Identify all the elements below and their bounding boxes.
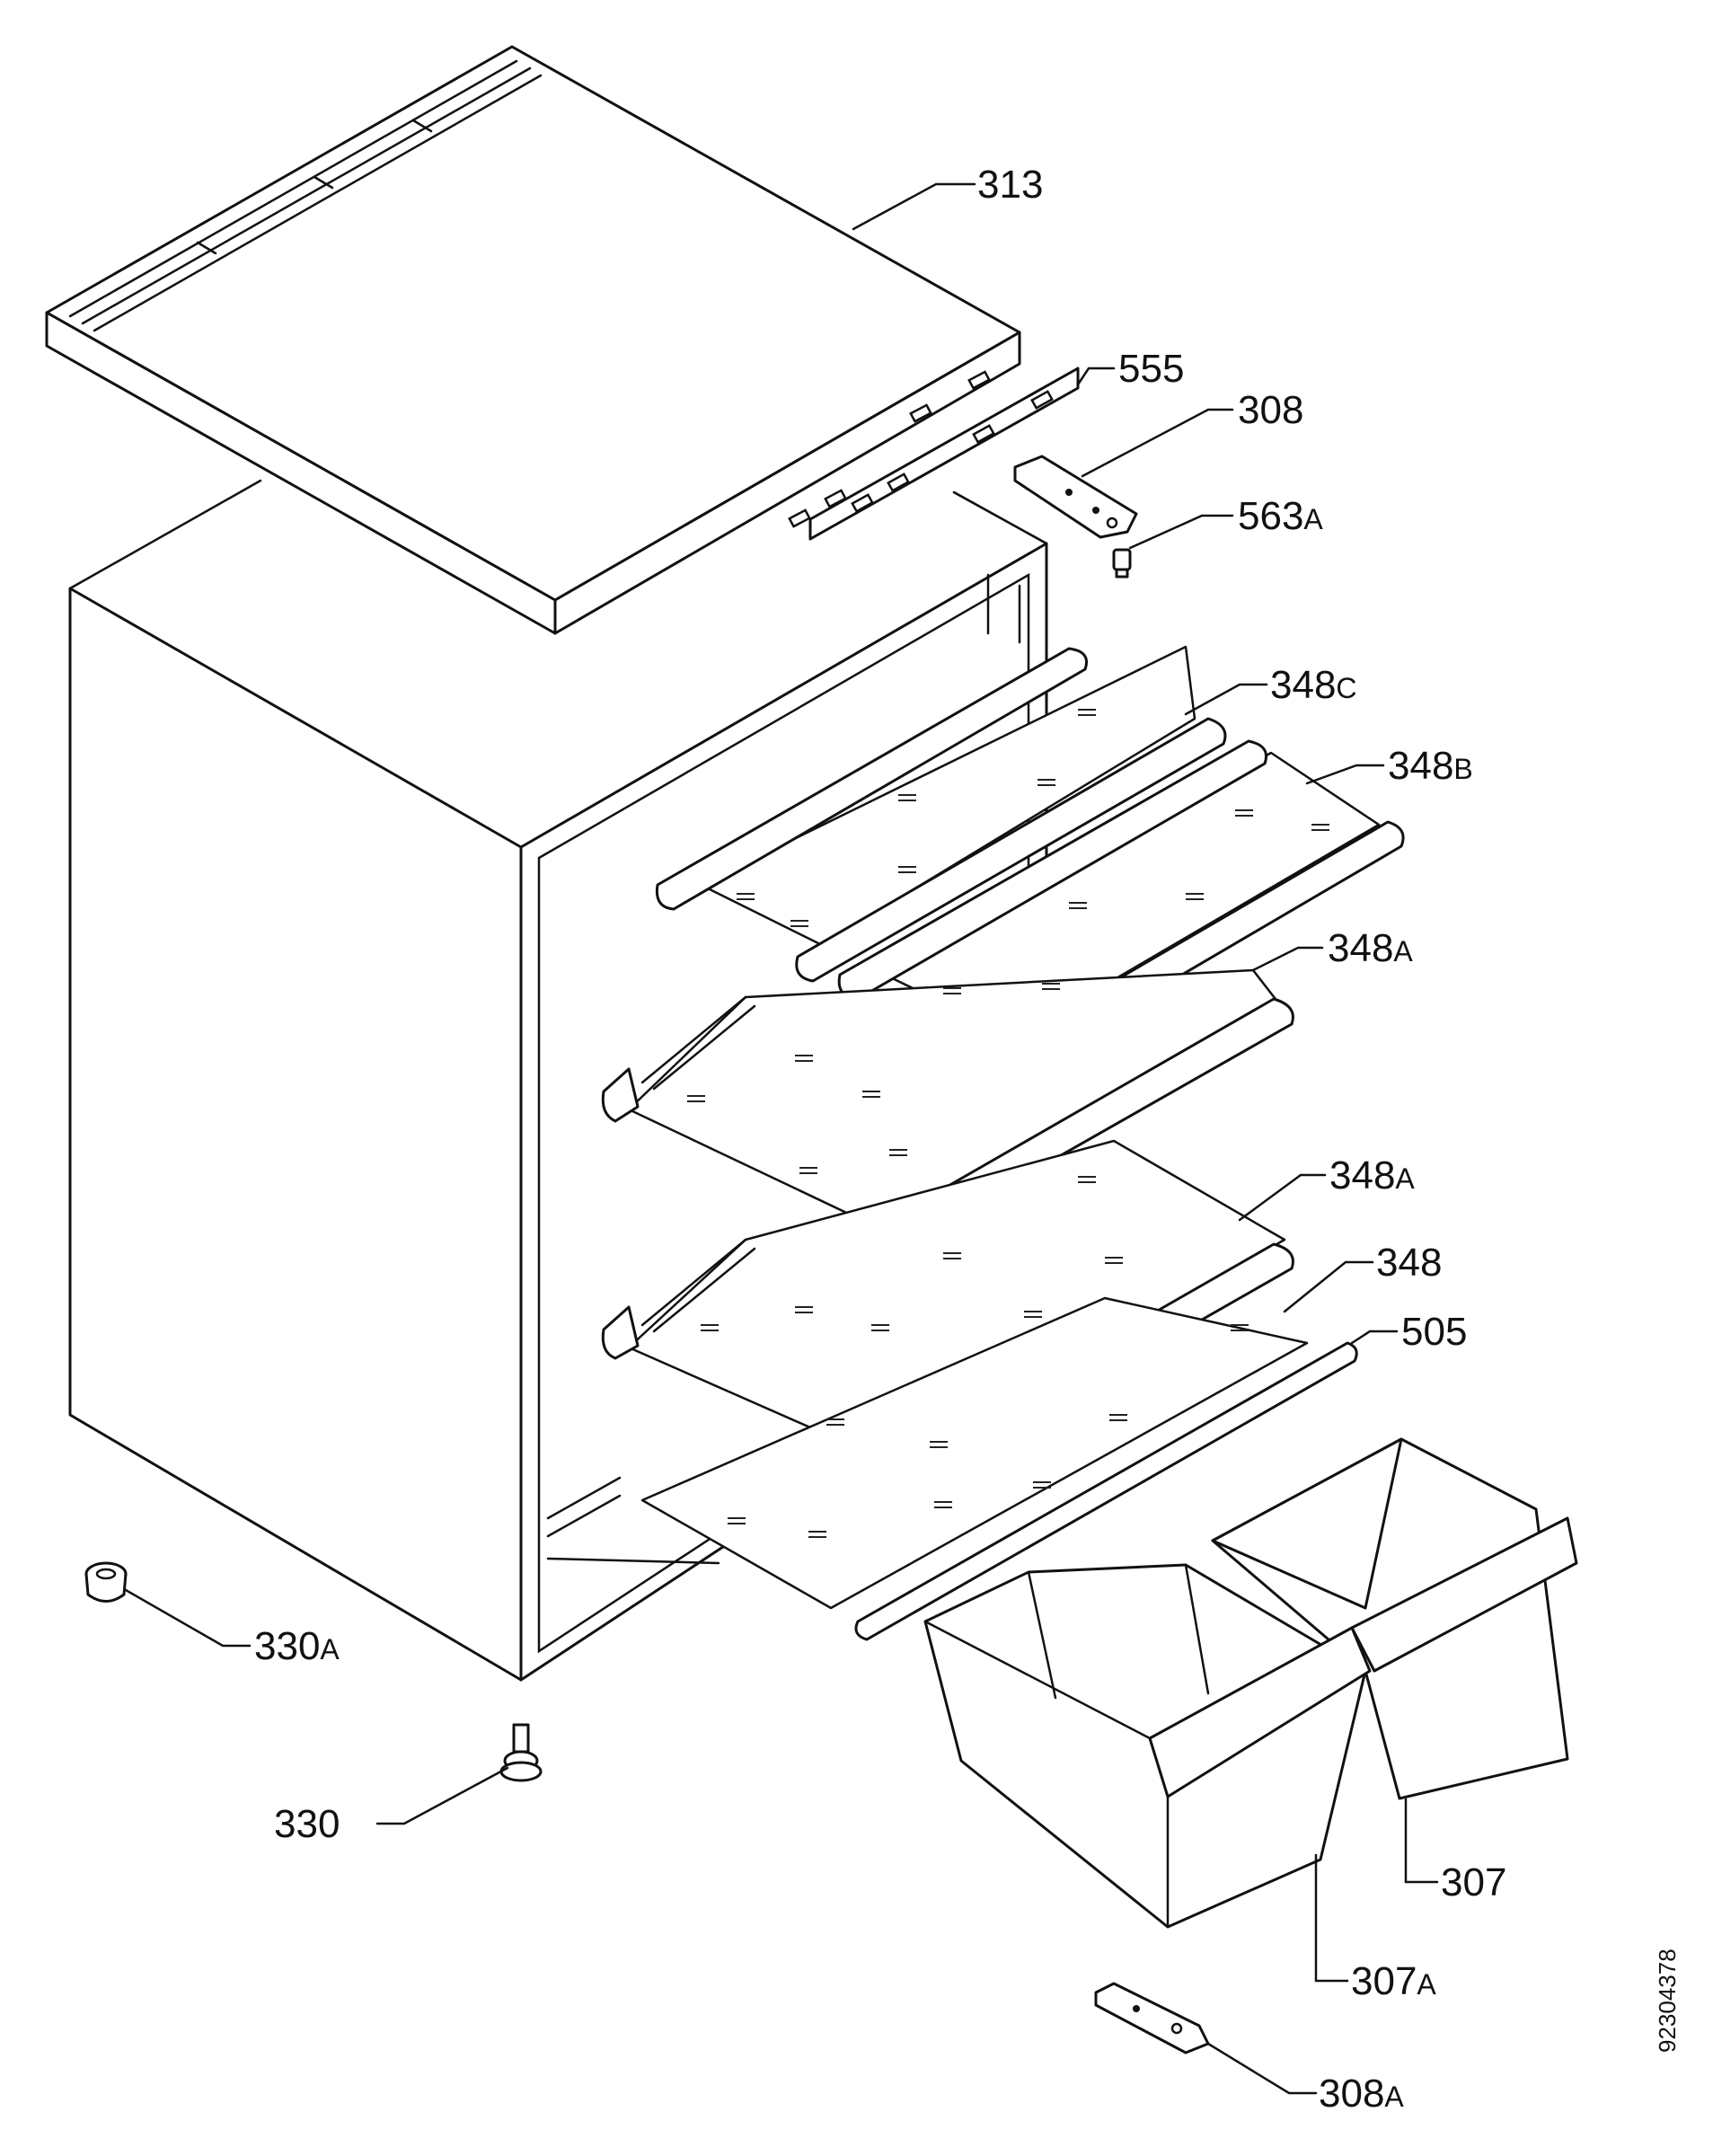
crisper-drawer-307	[1211, 1437, 1578, 1800]
part-label-348a-first: 348A	[1328, 926, 1413, 970]
glass-hatch-mark	[1186, 893, 1204, 900]
glass-hatch-mark	[1024, 1311, 1042, 1318]
glass-hatch-mark	[943, 987, 961, 994]
glass-hatch-mark	[1078, 709, 1096, 716]
glass-hatch-mark	[934, 1501, 952, 1508]
part-label-555: 555	[1118, 347, 1184, 391]
glass-hatch-mark	[1042, 983, 1060, 990]
glass-hatch-mark	[701, 1324, 719, 1331]
part-label-307: 307	[1441, 1860, 1506, 1904]
glass-hatch-mark	[826, 1418, 844, 1426]
glass-hatch-mark	[943, 1252, 961, 1259]
part-label-308: 308	[1238, 388, 1303, 432]
glass-hatch-mark	[1069, 902, 1087, 909]
glass-hatch-mark	[1231, 1324, 1249, 1331]
leader-lines	[124, 182, 1439, 2095]
part-label-348: 348	[1376, 1241, 1442, 1285]
part-label-348a-second: 348A	[1329, 1153, 1415, 1197]
front-strip-505	[854, 1341, 1358, 1641]
glass-hatch-mark	[889, 1149, 907, 1156]
glass-hatch-mark	[898, 794, 916, 801]
glass-hatch-mark	[862, 1091, 880, 1098]
part-label-307a: 307A	[1351, 1959, 1436, 2003]
hinge-upper	[1013, 455, 1138, 539]
glass-plate-348	[640, 1296, 1309, 1610]
hinge-screw	[1112, 548, 1132, 579]
part-label-348c: 348C	[1270, 663, 1357, 707]
glass-hatch-mark	[930, 1441, 948, 1448]
glass-hatch-mark	[799, 1167, 817, 1174]
glass-hatch-mark	[687, 1095, 705, 1102]
hinge-lower	[1094, 1982, 1210, 2054]
glass-hatch-mark	[898, 866, 916, 873]
shelf-348c	[655, 645, 1227, 983]
glass-hatch-mark	[795, 1055, 813, 1062]
glass-hatch-mark	[790, 920, 808, 927]
glass-hatch-mark	[1105, 1257, 1123, 1264]
part-label-313: 313	[977, 163, 1043, 207]
part-label-330a: 330A	[254, 1624, 340, 1668]
part-label-330: 330	[274, 1802, 340, 1846]
glass-hatch-mark	[1033, 1481, 1051, 1489]
glass-hatch-mark	[1235, 809, 1253, 817]
part-label-348b: 348B	[1388, 744, 1473, 788]
glass-hatch-mark	[871, 1324, 889, 1331]
drawing-code: 92304378	[1654, 1948, 1681, 2053]
part-label-505: 505	[1401, 1310, 1467, 1354]
glass-hatch-mark	[795, 1306, 813, 1313]
part-label-563a: 563A	[1238, 494, 1323, 538]
foot-330a	[84, 1561, 128, 1603]
trim-strip	[808, 367, 1080, 541]
glass-hatch-mark	[1078, 1176, 1096, 1183]
top-cover	[45, 45, 1021, 635]
part-labels: 313 555 308 563A 348C 348B 348A 348A 348…	[254, 163, 1506, 2116]
glass-hatch-mark	[1038, 779, 1055, 786]
part-label-308a: 308A	[1319, 2072, 1404, 2116]
glass-hatch-mark	[728, 1517, 746, 1524]
glass-hatch-mark	[737, 893, 755, 900]
foot-330	[499, 1723, 543, 1782]
glass-hatch-mark	[808, 1531, 826, 1538]
glass-hatch-mark	[1311, 824, 1329, 831]
glass-hatch-mark	[1109, 1414, 1127, 1421]
crisper-drawer-307a	[923, 1563, 1372, 1929]
